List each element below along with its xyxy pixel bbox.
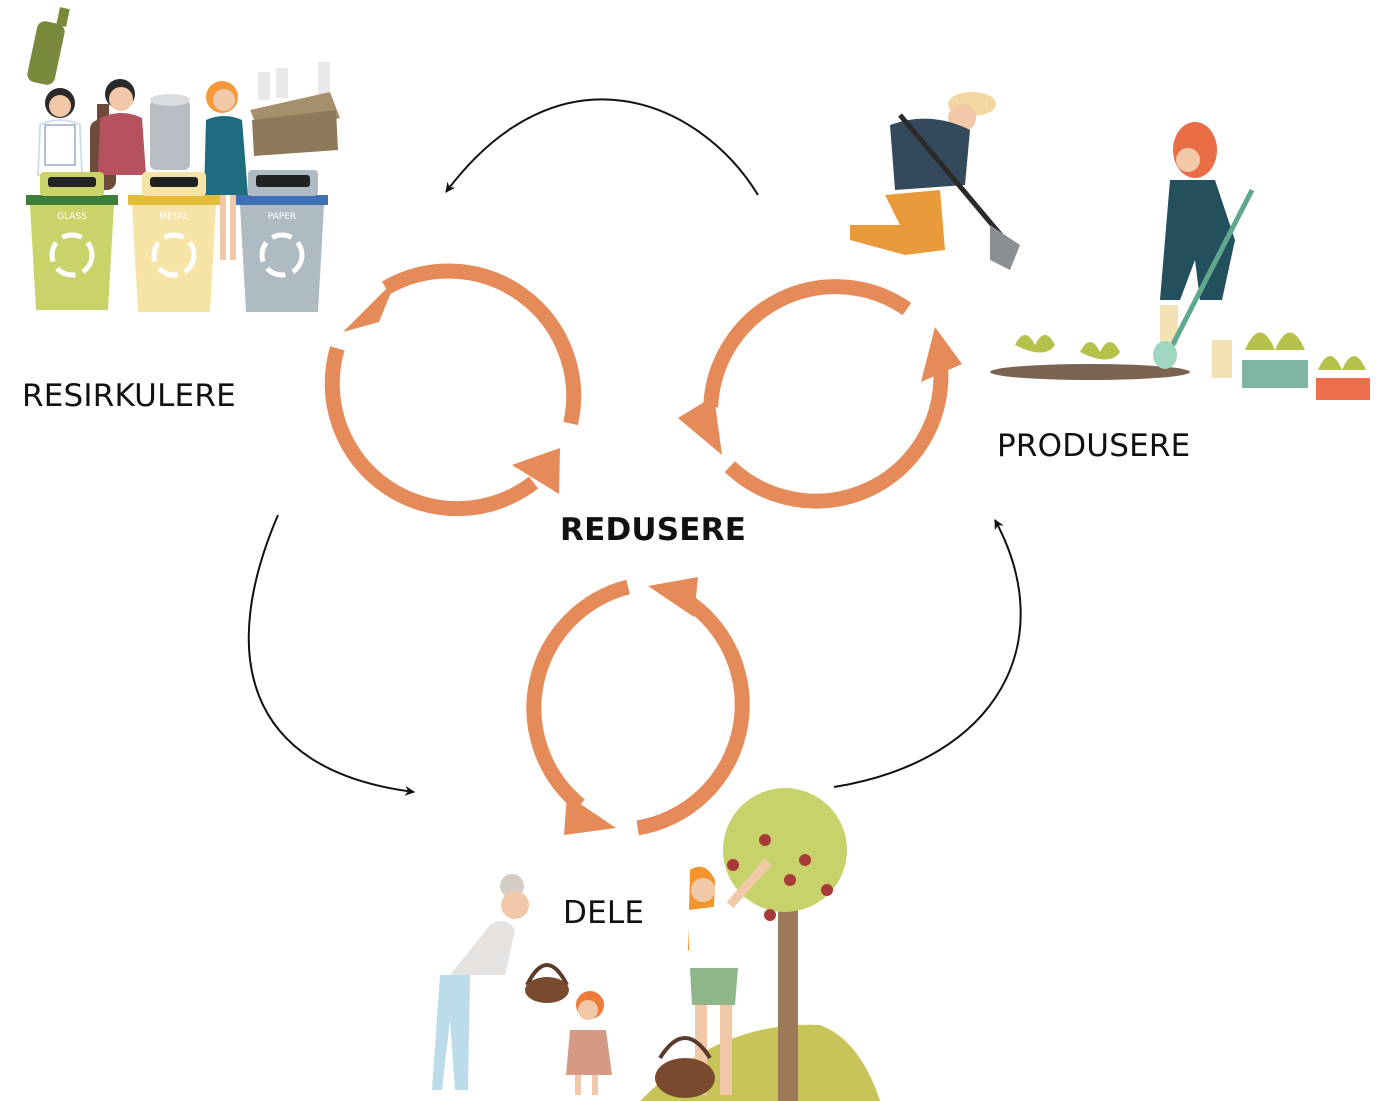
arrow-share-to-produce: [833, 519, 1022, 788]
gardening-illustration: [850, 92, 1370, 400]
bin-glass: [26, 172, 118, 310]
bin-metal-label: METAL: [159, 212, 188, 222]
label-share: DELE: [563, 895, 645, 931]
label-recycle: RESIRKULERE: [22, 378, 236, 414]
bin-metal: [128, 172, 220, 312]
sharing-illustration: [432, 788, 880, 1101]
bin-glass-label: GLASS: [57, 212, 87, 222]
recycling-illustration: GLASS METAL PAPER: [26, 7, 340, 312]
cycle-bottom: [526, 577, 750, 836]
label-produce: PRODUSERE: [997, 428, 1191, 464]
cycle-right: [678, 279, 962, 509]
arrow-recycle-to-share: [247, 514, 415, 796]
bin-paper: [236, 170, 328, 312]
cycle-left: [324, 263, 582, 517]
label-reduce: REDUSERE: [560, 512, 747, 548]
bin-paper-label: PAPER: [268, 212, 296, 222]
arrow-produce-to-recycle: [445, 98, 759, 196]
